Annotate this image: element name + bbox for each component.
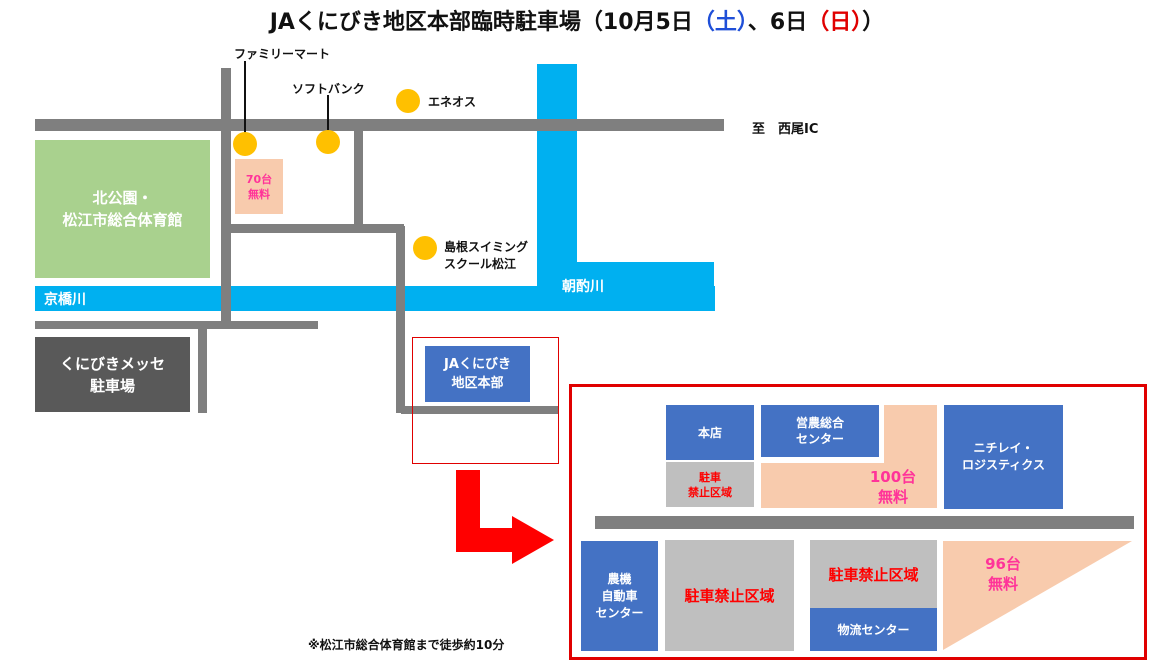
no-parking-zone-2-label: 駐車禁止区域	[828, 565, 919, 584]
einou-line2: センター	[795, 432, 844, 446]
parking-96-count: 96台	[985, 555, 1021, 573]
zoom-source-box	[412, 337, 559, 464]
family-mart-label: ファミリーマート	[234, 47, 331, 61]
honten-label: 本店	[697, 426, 722, 440]
sun-char: 日	[829, 10, 852, 35]
eneos-label: エネオス	[428, 95, 477, 109]
shimane-swim-marker-icon	[413, 236, 437, 260]
parking-70-free: 無料	[248, 187, 270, 201]
to-nishio-label: 至 西尾IC	[752, 122, 819, 137]
parking-96-label: 96台 無料	[968, 550, 1038, 598]
detail-frame	[569, 384, 1147, 660]
shimane-swim-line2: スクール松江	[444, 257, 517, 271]
ja-honbu-building: JAくにびき 地区本部	[425, 346, 530, 402]
kyobashi-river	[35, 286, 715, 311]
nouki-line2: 自動車	[601, 588, 638, 603]
title-end: ）	[862, 10, 885, 35]
sat-char: 土	[714, 10, 737, 35]
honten-building: 本店	[666, 405, 754, 460]
no-parking-zone-1-label: 駐車禁止区域	[684, 587, 775, 605]
road-horizontal-lower	[35, 321, 318, 329]
parking-100-free: 無料	[877, 488, 908, 506]
nouki-line3: センター	[595, 605, 644, 620]
einou-building: 営農総合 センター	[761, 405, 879, 457]
softbank-marker-icon	[316, 130, 340, 154]
softbank-leader	[327, 95, 329, 133]
softbank-label: ソフトバンク	[292, 82, 365, 96]
family-mart-leader	[244, 61, 246, 135]
shimane-swim-line1: 島根スイミング	[444, 240, 529, 254]
parking-96-triangle	[943, 541, 1132, 650]
title-text: JAくにびき地区本部臨時駐車場（10月5日	[269, 10, 693, 35]
parking-70-count: 70台	[245, 172, 273, 186]
sun-paren-open: （	[807, 10, 830, 35]
parking-100-count: 100台	[869, 468, 917, 486]
parking-100-bottom	[761, 463, 937, 508]
road-vertical-right	[396, 226, 405, 413]
no-parking-small: 駐車 禁止区域	[666, 462, 754, 507]
nichirei-line2: ロジスティクス	[962, 458, 1045, 472]
road-vertical-left	[221, 68, 231, 323]
road-vertical-messe	[198, 327, 207, 413]
map-title: JAくにびき地区本部臨時駐車場（10月5日（土）、6日（日））	[0, 4, 1154, 36]
ja-honbu-line1: JAくにびき	[444, 357, 511, 372]
parking-100-label: 100台 無料	[848, 466, 938, 508]
shimane-swim-label: 島根スイミング スクール松江	[444, 239, 528, 273]
einou-line1: 営農総合	[795, 416, 844, 430]
parking-70: 70台 無料	[235, 159, 283, 214]
messe-line1: くにびきメッセ	[59, 354, 165, 373]
no-parking-zone-1: 駐車禁止区域	[665, 540, 794, 651]
eneos-marker-icon	[396, 89, 420, 113]
title-separator: 、6日	[747, 10, 808, 35]
kita-koen-line2: 松江市総合体育館	[62, 211, 183, 229]
detail-road	[595, 516, 1134, 529]
main-road-top	[35, 119, 724, 131]
sat-paren-close: ）	[736, 10, 748, 35]
road-vertical-mid	[354, 129, 363, 228]
nouki-line1: 農機	[607, 571, 632, 586]
parking-96-area	[943, 541, 1132, 650]
butsuryu-label: 物流センター	[837, 623, 910, 637]
no-parking-small-line2: 禁止区域	[688, 485, 732, 499]
nichirei-building: ニチレイ・ ロジスティクス	[944, 405, 1063, 509]
no-parking-small-line1: 駐車	[699, 470, 721, 484]
nichirei-line1: ニチレイ・	[973, 441, 1034, 455]
road-horizontal-mid	[229, 224, 404, 233]
walking-note: ※松江市総合体育館まで徒歩約10分	[308, 638, 505, 652]
parking-100-top	[884, 405, 937, 465]
sun-paren-close: ）	[851, 10, 863, 35]
butsuryu-building: 物流センター	[810, 608, 937, 651]
messe-parking: くにびきメッセ 駐車場	[35, 337, 190, 412]
red-arrow-icon	[456, 470, 554, 564]
kyobashi-river-label: 京橋川	[44, 292, 86, 308]
arrow-shaft	[456, 470, 514, 552]
road-horizontal-ja	[401, 406, 558, 414]
kita-koen-area: 北公園・ 松江市総合体育館	[35, 140, 210, 278]
sat-paren-open: （	[692, 10, 715, 35]
no-parking-zone-2: 駐車禁止区域	[810, 540, 937, 608]
messe-line2: 駐車場	[89, 376, 135, 395]
ja-honbu-line2: 地区本部	[451, 376, 504, 391]
arrow-head	[512, 516, 554, 564]
parking-96-free: 無料	[987, 575, 1018, 593]
asakumi-river-label: 朝酌川	[562, 279, 604, 295]
nouki-building: 農機 自動車 センター	[581, 541, 658, 651]
family-mart-marker-icon	[233, 132, 257, 156]
kita-koen-line1: 北公園・	[92, 189, 153, 207]
